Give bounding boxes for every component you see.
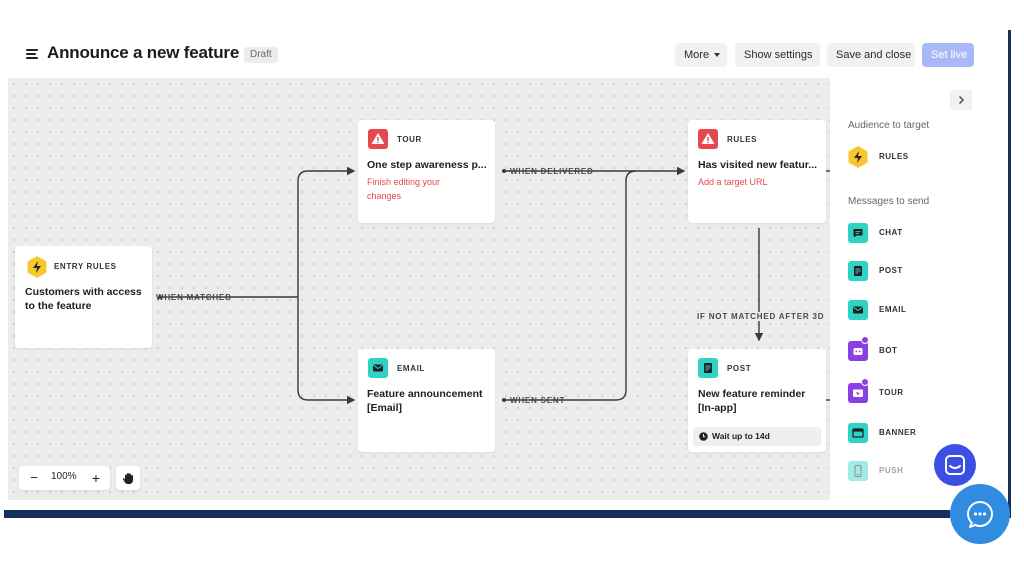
edge-label-when-sent: WHEN SENT xyxy=(510,396,566,405)
save-and-close-button[interactable]: Save and close xyxy=(827,43,915,67)
sidepanel-item-bot[interactable]: BOT xyxy=(846,336,986,363)
sidepanel-item-post[interactable]: POST xyxy=(846,259,986,283)
node-type-label: TOUR xyxy=(397,135,422,144)
node-error-message: Add a target URL xyxy=(698,177,768,187)
sidepanel-item-label: EMAIL xyxy=(879,305,907,314)
sidepanel-item-label: BOT xyxy=(879,346,898,355)
chevron-right-icon xyxy=(959,96,964,104)
node-title: One step awareness p... xyxy=(367,159,487,171)
sidepanel-item-label: CHAT xyxy=(879,228,903,237)
post-node[interactable]: POST New feature reminder [In-app] Wait … xyxy=(688,349,826,452)
editor-header: Announce a new feature Draft More Show s… xyxy=(8,30,1008,78)
post-icon xyxy=(848,261,868,281)
frame-border-bottom xyxy=(4,510,950,518)
set-live-button[interactable]: Set live xyxy=(922,43,974,67)
beta-badge-icon xyxy=(861,336,869,344)
sidepanel-item-email[interactable]: EMAIL xyxy=(846,298,986,322)
warning-icon xyxy=(698,129,718,149)
wait-time-chip[interactable]: Wait up to 14d xyxy=(693,427,821,446)
chat-icon xyxy=(848,223,868,243)
connection-lines xyxy=(158,166,830,405)
post-icon xyxy=(698,358,718,378)
sidepanel-item-banner[interactable]: BANNER xyxy=(846,421,986,445)
sidepanel-item-chat[interactable]: CHAT xyxy=(846,221,986,245)
more-button-label: More xyxy=(684,49,710,61)
sidepanel-item-label: BANNER xyxy=(879,428,917,437)
hand-icon xyxy=(122,473,133,484)
push-icon xyxy=(848,461,868,481)
email-node[interactable]: EMAIL Feature announcement [Email] xyxy=(358,349,495,452)
email-icon xyxy=(368,358,388,378)
tour-icon xyxy=(848,383,868,403)
edge-label-when-matched: WHEN MATCHED xyxy=(156,293,232,302)
node-title: New feature reminder [In-app] xyxy=(698,388,806,414)
content-sidepanel: Audience to target RULES Messages to sen… xyxy=(830,78,1008,500)
collapse-panel-button[interactable] xyxy=(950,90,972,110)
show-settings-button[interactable]: Show settings xyxy=(735,43,820,67)
messenger-icon xyxy=(945,455,965,475)
sidepanel-item-push[interactable]: PUSH xyxy=(846,459,986,483)
hamburger-menu-icon[interactable] xyxy=(26,49,38,59)
edge-label-when-delivered: WHEN DELIVERED xyxy=(510,167,594,176)
node-title: Has visited new featur... xyxy=(698,159,818,171)
frame-border-right xyxy=(1008,30,1011,518)
sidepanel-item-rules[interactable]: RULES xyxy=(846,145,986,169)
wait-time-label: Wait up to 14d xyxy=(712,431,770,441)
node-title: Customers with access to the feature xyxy=(25,286,142,312)
edge-label-if-not-matched: IF NOT MATCHED AFTER 3D xyxy=(697,312,825,321)
sidepanel-item-label: RULES xyxy=(879,152,909,161)
bot-icon xyxy=(848,341,868,361)
page-title: Announce a new feature xyxy=(47,43,240,62)
clock-icon xyxy=(699,432,708,441)
rules-node[interactable]: RULES Has visited new featur... Add a ta… xyxy=(688,120,826,223)
messages-heading: Messages to send xyxy=(848,196,930,207)
sidepanel-item-label: POST xyxy=(879,266,903,275)
sidepanel-item-label: PUSH xyxy=(879,466,904,475)
status-badge: Draft xyxy=(244,47,278,63)
chat-bubble-icon xyxy=(967,501,993,528)
beta-badge-icon xyxy=(861,378,869,386)
node-type-label: RULES xyxy=(727,135,758,144)
warning-icon xyxy=(368,129,388,149)
node-type-label: ENTRY RULES xyxy=(54,262,117,271)
zoom-out-button[interactable]: − xyxy=(30,470,38,485)
entry-rules-node[interactable]: ENTRY RULES Customers with access to the… xyxy=(15,246,152,348)
chat-launcher-button[interactable] xyxy=(950,484,1010,544)
zoom-in-button[interactable]: + xyxy=(91,470,101,486)
audience-heading: Audience to target xyxy=(848,120,930,131)
sidepanel-item-tour[interactable]: TOUR xyxy=(846,378,986,405)
sidepanel-item-label: TOUR xyxy=(879,388,904,397)
node-type-label: EMAIL xyxy=(397,364,425,373)
tour-node[interactable]: TOUR One step awareness p... Finish edit… xyxy=(358,120,495,223)
more-button[interactable]: More xyxy=(675,43,727,67)
zoom-level: 100% xyxy=(51,471,77,482)
workflow-canvas[interactable]: WHEN MATCHED WHEN DELIVERED WHEN SENT IF… xyxy=(8,78,830,500)
node-error-message: Finish editing your changes xyxy=(367,177,441,201)
zoom-controls: − 100% + xyxy=(19,466,110,490)
pan-tool-button[interactable] xyxy=(116,466,140,490)
lightning-icon xyxy=(848,146,868,168)
email-icon xyxy=(848,300,868,320)
node-type-label: POST xyxy=(727,364,752,373)
lightning-icon xyxy=(27,256,47,278)
chevron-down-icon xyxy=(714,53,721,58)
messenger-launcher-button[interactable] xyxy=(934,444,976,486)
node-title: Feature announcement [Email] xyxy=(367,388,483,414)
banner-icon xyxy=(848,423,868,443)
